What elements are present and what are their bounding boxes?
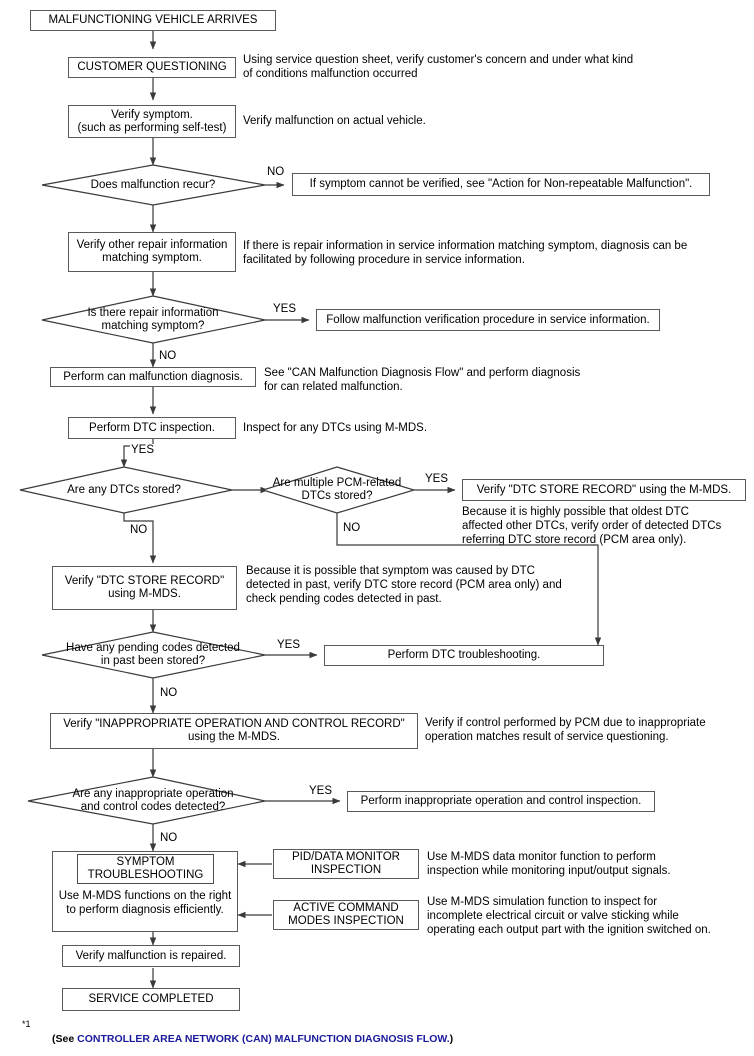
node-perform-dtc-troubleshooting[interactable]: Perform DTC troubleshooting. xyxy=(324,645,604,666)
decision-inappropriate-codes-detected[interactable]: Are any inappropriate operation and cont… xyxy=(72,788,234,813)
node-verify-store-record-right[interactable]: Verify "DTC STORE RECORD" using the M-MD… xyxy=(462,479,746,501)
note-repair-info: If there is repair information in servic… xyxy=(243,240,688,266)
edge-label-multiple-pcm-no: NO xyxy=(342,522,362,534)
edge-label-dtcs-stored-no: NO xyxy=(129,524,149,536)
note-customer-questioning: Using service question sheet, verify cus… xyxy=(243,54,634,80)
node-pid-data-monitor-inspection[interactable]: PID/DATA MONITOR INSPECTION xyxy=(273,849,419,879)
decision-does-malfunction-recur[interactable]: Does malfunction recur? xyxy=(90,179,216,191)
edge-label-inappropriate-yes: YES xyxy=(308,785,334,797)
note-active-command: Use M-MDS simulation function to inspect… xyxy=(427,896,711,936)
footnote-link[interactable]: CONTROLLER AREA NETWORK (CAN) MALFUNCTIO… xyxy=(77,1033,450,1045)
decision-are-any-dtcs-stored[interactable]: Are any DTCs stored? xyxy=(67,484,181,496)
node-verify-other-repair-info[interactable]: Verify other repair information matching… xyxy=(68,232,236,272)
note-can-diagnosis: See "CAN Malfunction Diagnosis Flow" and… xyxy=(264,367,581,393)
edge-label-recur-no: NO xyxy=(266,166,286,178)
node-start[interactable]: MALFUNCTIONING VEHICLE ARRIVES xyxy=(30,10,276,31)
node-verify-store-record-left[interactable]: Verify "DTC STORE RECORD" using M-MDS. xyxy=(52,566,237,610)
node-perform-inappropriate-inspection[interactable]: Perform inappropriate operation and cont… xyxy=(347,791,655,812)
note-store-record: Because it is possible that symptom was … xyxy=(246,565,562,605)
footnote-mark: *1 xyxy=(22,1019,31,1029)
footnote-see-can-flow: (See CONTROLLER AREA NETWORK (CAN) MALFU… xyxy=(52,1033,453,1045)
node-active-command-modes-inspection[interactable]: ACTIVE COMMAND MODES INSPECTION xyxy=(273,900,419,930)
node-perform-can-diagnosis[interactable]: Perform can malfunction diagnosis. xyxy=(50,367,256,387)
note-dtc-inspection: Inspect for any DTCs using M-MDS. xyxy=(243,422,428,434)
note-pid-monitor: Use M-MDS data monitor function to perfo… xyxy=(427,851,671,877)
node-perform-dtc-inspection[interactable]: Perform DTC inspection. xyxy=(68,417,236,439)
edge-label-repair-info-yes: YES xyxy=(272,303,298,315)
decision-multiple-pcm-dtcs[interactable]: Are multiple PCM-related DTCs stored? xyxy=(272,477,402,502)
edge-label-multiple-pcm-yes: YES xyxy=(424,473,450,485)
node-service-completed[interactable]: SERVICE COMPLETED xyxy=(62,988,240,1011)
note-verify-symptom: Verify malfunction on actual vehicle. xyxy=(243,115,426,127)
decision-is-there-repair-info[interactable]: Is there repair information matching sym… xyxy=(87,307,219,332)
edge-label-pending-yes: YES xyxy=(276,639,302,651)
node-symptom-troubleshooting-body: Use M-MDS functions on the right to perf… xyxy=(58,890,232,916)
edge-label-repair-info-no: NO xyxy=(158,350,178,362)
node-non-repeatable-malfunction[interactable]: If symptom cannot be verified, see "Acti… xyxy=(292,173,710,196)
node-follow-verification-procedure[interactable]: Follow malfunction verification procedur… xyxy=(316,309,660,331)
edge-label-pending-no: NO xyxy=(159,687,179,699)
edge-label-dtc-inspection-yes: YES xyxy=(130,444,156,456)
note-inappropriate-record: Verify if control performed by PCM due t… xyxy=(425,717,706,743)
footnote-suffix: ) xyxy=(449,1033,454,1045)
node-verify-repaired[interactable]: Verify malfunction is repaired. xyxy=(62,945,240,967)
node-customer-questioning[interactable]: CUSTOMER QUESTIONING xyxy=(68,57,236,78)
note-oldest-dtc: Because it is highly possible that oldes… xyxy=(462,506,722,546)
node-verify-inappropriate-record[interactable]: Verify "INAPPROPRIATE OPERATION AND CONT… xyxy=(50,713,418,749)
decision-pending-codes-stored[interactable]: Have any pending codes detected in past … xyxy=(66,642,240,667)
node-symptom-troubleshooting-title: SYMPTOM TROUBLESHOOTING xyxy=(77,854,214,884)
node-verify-symptom[interactable]: Verify symptom. (such as performing self… xyxy=(68,105,236,138)
footnote-prefix: (See xyxy=(52,1033,78,1045)
edge-label-inappropriate-no: NO xyxy=(159,832,179,844)
